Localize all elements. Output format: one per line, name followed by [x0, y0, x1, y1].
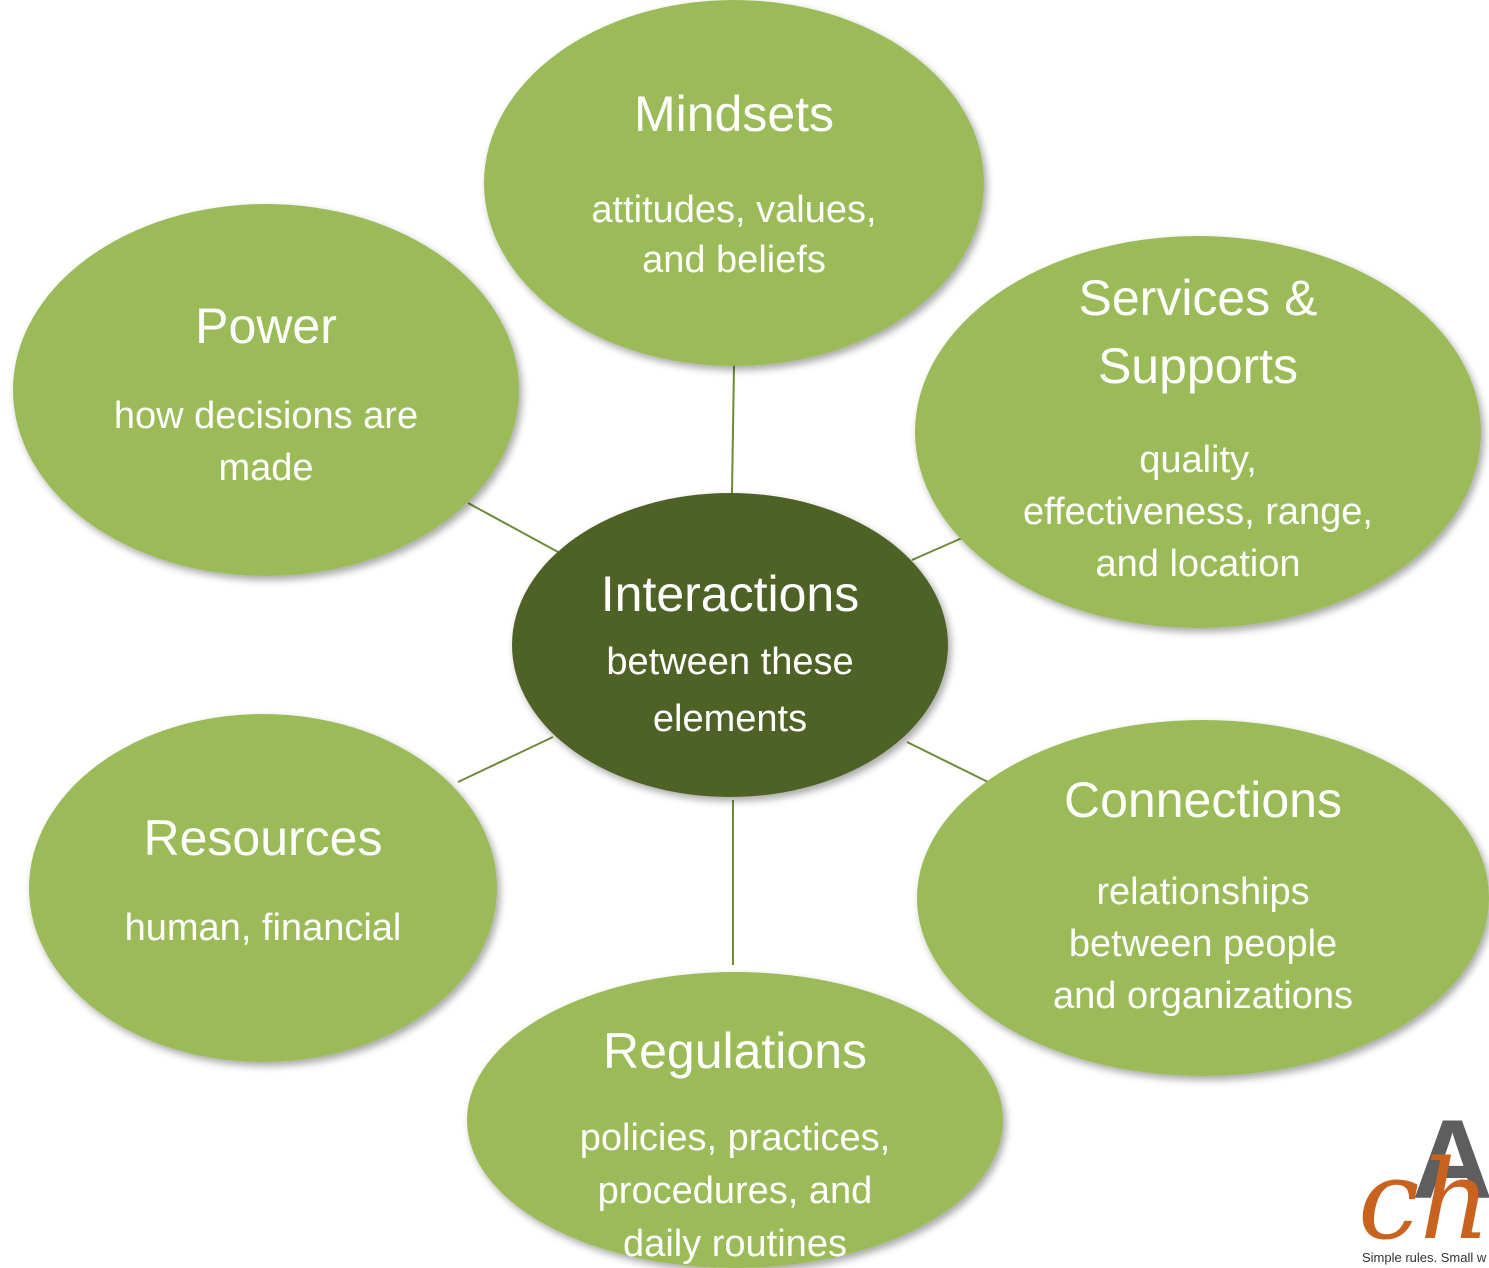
node-mindsets: Mindsets attitudes, values, and beliefs — [484, 0, 984, 366]
node-power: Power how decisions are made — [13, 204, 519, 576]
node-connections-description: between people — [1069, 923, 1337, 965]
hub-description: between these — [606, 641, 853, 683]
connector-services — [911, 537, 963, 561]
hub-ellipse — [512, 493, 948, 797]
node-connections-title: Connections — [1064, 772, 1342, 828]
hub-title: Interactions — [601, 566, 859, 622]
logo-tagline: Simple rules. Small w — [1362, 1250, 1487, 1265]
organization-logo: AB cha Simple rules. Small w — [1358, 1097, 1489, 1265]
node-connections-ellipse — [917, 720, 1489, 1076]
node-services-title: Services & — [1079, 270, 1318, 326]
node-regulations-description: policies, practices, — [580, 1117, 890, 1159]
node-resources-description: human, financial — [125, 907, 402, 949]
node-mindsets-description: attitudes, values, — [591, 189, 876, 231]
connector-power — [467, 502, 559, 553]
node-resources: Resources human, financial — [29, 714, 497, 1062]
logo-mark-bottom: cha — [1358, 1136, 1489, 1264]
node-connections-description: and organizations — [1053, 975, 1353, 1017]
node-services-description: quality, — [1139, 439, 1257, 481]
node-services-title: Supports — [1098, 338, 1298, 394]
node-power-ellipse — [13, 204, 519, 576]
node-regulations-title: Regulations — [603, 1023, 867, 1079]
node-regulations: Regulations policies, practices, procedure… — [467, 972, 1003, 1268]
node-power-description: made — [218, 447, 313, 489]
hub-description: elements — [653, 698, 807, 740]
node-services-description: effectiveness, range, — [1023, 491, 1373, 533]
node-mindsets-title: Mindsets — [634, 86, 834, 142]
node-mindsets-ellipse — [484, 0, 984, 366]
node-regulations-description: daily routines — [623, 1223, 847, 1265]
connector-lines — [457, 364, 991, 965]
node-mindsets-description: and beliefs — [642, 239, 826, 281]
node-power-description: how decisions are — [114, 395, 418, 437]
node-regulations-description: procedures, and — [598, 1170, 873, 1212]
hub-interactions: Interactions between these elements — [512, 493, 948, 797]
logo-mark-top: AB — [1412, 1097, 1489, 1222]
node-services-description: and location — [1096, 543, 1301, 585]
node-regulations-ellipse — [467, 972, 1003, 1268]
node-connections: Connections relationships between people an… — [917, 720, 1489, 1076]
node-power-title: Power — [195, 298, 337, 354]
node-connections-description: relationships — [1096, 871, 1309, 913]
node-services-ellipse — [915, 236, 1481, 628]
connector-resources — [457, 736, 554, 783]
node-resources-ellipse — [29, 714, 497, 1062]
connector-mindsets — [731, 364, 735, 494]
node-resources-title: Resources — [144, 810, 383, 866]
connector-connections — [906, 741, 991, 784]
node-services: Services & Supports quality, effectiveness,… — [915, 236, 1481, 628]
